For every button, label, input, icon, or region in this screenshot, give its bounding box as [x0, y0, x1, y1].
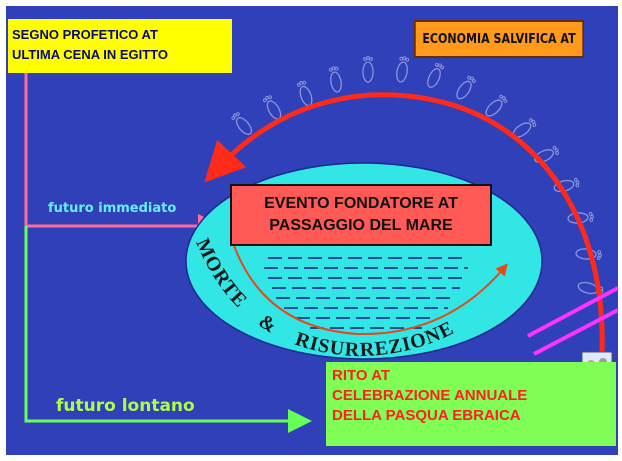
rito-line2: CELEBRAZIONE ANNUALE [332, 387, 528, 404]
rito-box: RITO AT CELEBRAZIONE ANNUALE DELLA PASQU… [326, 362, 616, 446]
economy-arrow [204, 92, 605, 353]
segno-line1: SEGNO PROFETICO AT [12, 27, 158, 42]
segno-profetico-box: SEGNO PROFETICO AT ULTIMA CENA IN EGITTO [8, 19, 232, 73]
far-future-line [24, 226, 312, 433]
rito-line1: RITO AT [332, 367, 391, 384]
futuro-lontano-label: futuro lontano [56, 396, 195, 416]
economia-label: ECONOMIA SALVIFICA AT [422, 31, 576, 47]
futuro-immediato-label: futuro immediato [48, 201, 177, 216]
sea-waves [264, 257, 468, 329]
rito-line3: DELLA PASQUA EBRAICA [332, 407, 521, 424]
evento-line2: PASSAGGIO DEL MARE [269, 217, 453, 234]
evento-fondatore-box: EVENTO FONDATORE AT PASSAGGIO DEL MARE [230, 184, 492, 246]
slide: MORTE & RISURREZIONE SEGNO PROFETICO AT … [6, 6, 618, 455]
segno-line2: ULTIMA CENA IN EGITTO [12, 47, 168, 62]
magenta-line-1 [527, 286, 618, 338]
economia-salvifica-box: ECONOMIA SALVIFICA AT [414, 20, 584, 58]
crossing-arrow [231, 239, 508, 336]
magenta-line-2 [533, 308, 618, 356]
evento-line1: EVENTO FONDATORE AT [264, 195, 458, 212]
